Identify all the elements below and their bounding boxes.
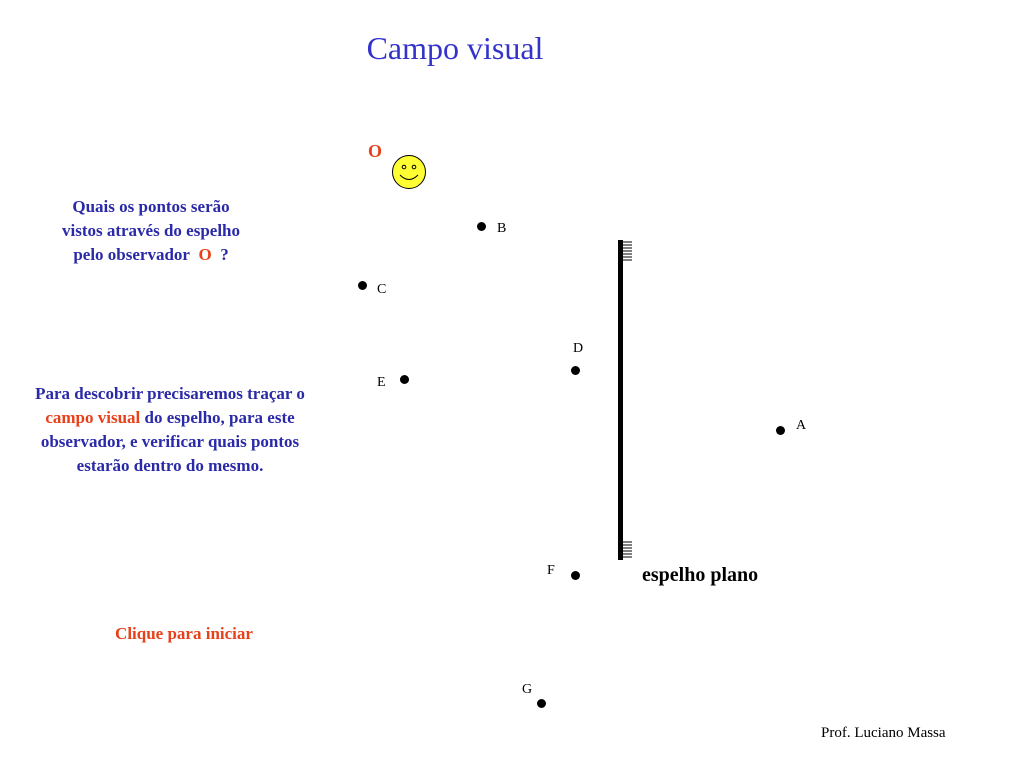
point-d-dot [571,366,580,375]
point-g-dot [537,699,546,708]
author-credit: Prof. Luciano Massa [821,725,946,741]
point-e-label: E [377,375,386,390]
point-g-label: G [522,682,533,697]
point-b-label: B [497,221,507,236]
point-a-dot [776,426,785,435]
point-d-label: D [573,341,584,356]
mirror-label: espelho plano [642,564,759,586]
explanation-text: Para descobrir precisaremos traçar o cam… [35,384,305,475]
question-text: Quais os pontos serão vistos através do … [61,197,241,264]
point-f-dot [571,571,580,580]
point-f-label: F [547,563,555,578]
point-e-dot [400,375,409,384]
start-link[interactable]: Clique para iniciar [115,624,253,643]
point-a-label: A [796,418,807,433]
point-c-dot [358,281,367,290]
observer-label: O [368,141,383,161]
smiley-face-icon [392,155,426,189]
plane-mirror [618,240,632,560]
point-b-dot [477,222,486,231]
point-c-label: C [377,282,387,297]
page-title: Campo visual [366,30,544,66]
